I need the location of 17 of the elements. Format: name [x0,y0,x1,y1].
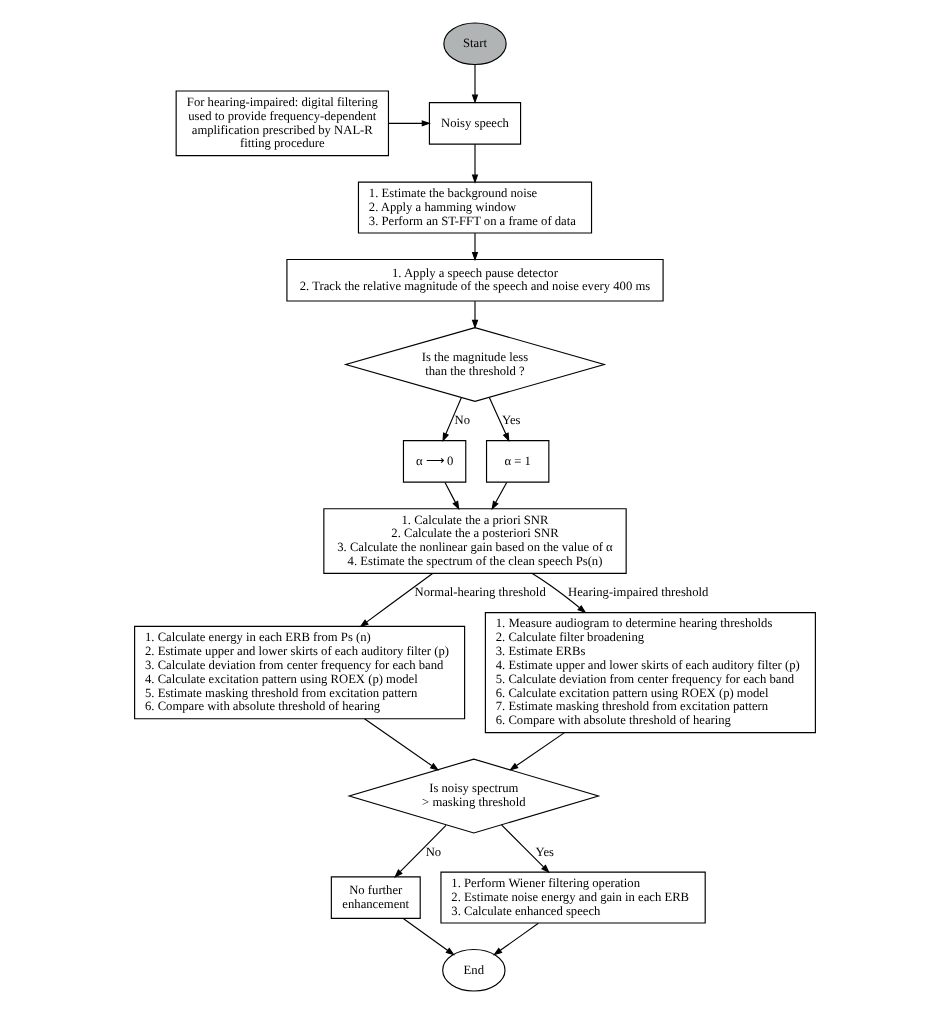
arrow [490,480,507,510]
arrow [362,717,439,770]
arrow [530,571,586,613]
arrow [470,142,478,183]
arrow [508,731,564,770]
arrow [393,823,446,877]
arrow [441,396,461,441]
arrow [358,571,433,627]
arrow [487,396,509,441]
arrow [402,917,454,955]
arrow [387,119,430,126]
arrow [470,299,478,329]
arrow [443,480,459,510]
arrow [470,231,478,261]
arrow [470,63,478,103]
arrow [499,823,549,873]
arrow [492,921,538,955]
